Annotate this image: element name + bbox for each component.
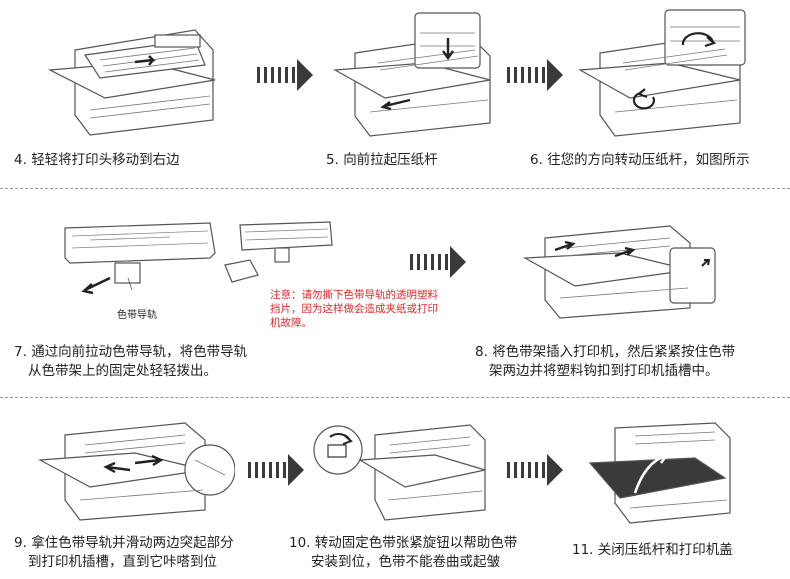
printer-illustration-step6 <box>575 5 755 140</box>
ribbon-guide-label: 色带导轨 <box>117 310 157 321</box>
caption-step9: 9. 拿住色带导轨并滑动两边突起部分 到打印机插槽，直到它咔嗒到位 <box>14 535 234 570</box>
printer-illustration-step8 <box>520 218 720 323</box>
printer-illustration-step11 <box>585 418 735 528</box>
arrow-right-icon <box>255 55 315 95</box>
caption-step6: 6. 往您的方向转动压纸杆，如图所示 <box>530 152 750 168</box>
caption-step7: 7. 通过向前拉动色带导轨，将色带导轨 从色带架上的固定处轻轻拨出。 <box>14 344 248 379</box>
printer-illustration-step10 <box>310 415 490 525</box>
caption-step10: 10. 转动固定色带张紧旋钮以帮助色带 安装到位，色带不能卷曲或起皱 <box>289 535 518 570</box>
ribbon-guide-closeup-illustration <box>220 220 335 295</box>
arrow-right-icon <box>505 55 565 95</box>
caption-step8: 8. 将色带架插入打印机，然后紧紧按住色带 架两边并将塑料钩扣到打印机插槽中。 <box>475 344 736 379</box>
warning-note: 注意：请勿撕下色带导轨的透明塑料挡片，因为这样做会造成夹纸或打印机故障。 <box>270 289 438 329</box>
arrow-right-icon <box>505 450 565 490</box>
section-divider <box>0 397 790 398</box>
section-divider <box>0 188 790 189</box>
caption-step4: 4. 轻轻将打印头移动到右边 <box>14 152 180 168</box>
ribbon-cartridge-illustration <box>60 218 220 298</box>
arrow-right-icon <box>408 242 468 282</box>
arrow-right-icon <box>246 450 306 490</box>
caption-step5: 5. 向前拉起压纸杆 <box>326 152 438 168</box>
printer-illustration-step9 <box>35 415 235 525</box>
printer-illustration-step4 <box>45 10 220 140</box>
caption-step11: 11. 关闭压纸杆和打印机盖 <box>572 542 733 558</box>
printer-illustration-step5 <box>330 8 500 140</box>
